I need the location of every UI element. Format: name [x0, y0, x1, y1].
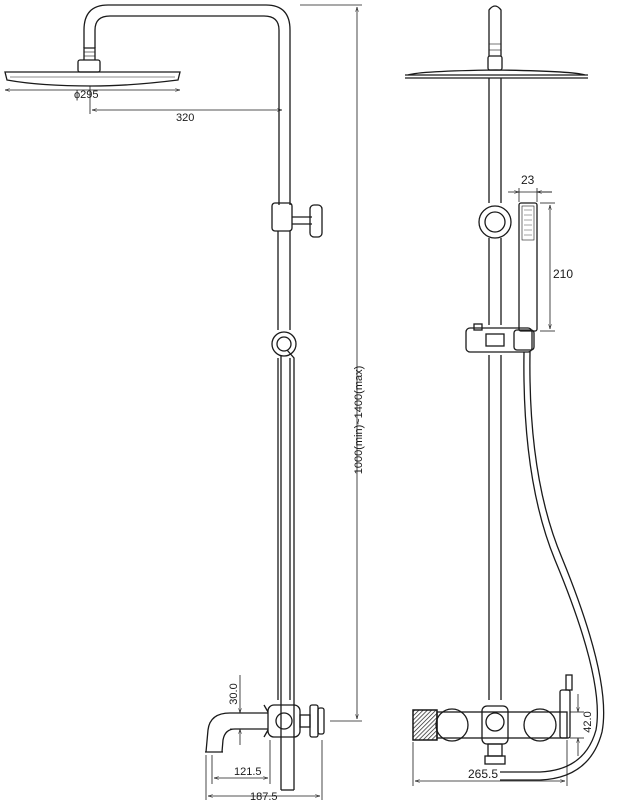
shower-head-side [4, 47, 181, 87]
spout-height-label: 30.0 [228, 683, 240, 704]
shower-head-front [405, 5, 588, 79]
slide-holder [271, 331, 297, 791]
spout-projection-label: 121.5 [234, 766, 262, 778]
riser-pipe [271, 202, 323, 700]
head-diameter-label: ϕ295 [74, 89, 99, 101]
front-view [405, 5, 605, 786]
mixer-side [263, 704, 325, 738]
shower-arm [83, 4, 291, 205]
side-view-dimensions [5, 4, 362, 800]
handset [518, 202, 538, 332]
arm-reach-label: 320 [176, 112, 194, 124]
slide-bracket-front [465, 323, 535, 353]
riser-front [478, 78, 512, 700]
mixer-front [412, 674, 573, 765]
total-height-label: 1000(min)~1400(max) [353, 366, 365, 475]
handset-length-label: 210 [553, 267, 573, 281]
front-view-dimensions [412, 188, 584, 786]
side-view [4, 4, 362, 800]
shower-hose [500, 351, 605, 781]
handset-width-label: 23 [521, 173, 535, 187]
mixer-width-label: 265.5 [468, 767, 498, 781]
mixer-projection-label: 187.5 [250, 791, 278, 800]
mixer-height-label: 42.0 [582, 711, 594, 732]
bath-spout [205, 712, 268, 753]
